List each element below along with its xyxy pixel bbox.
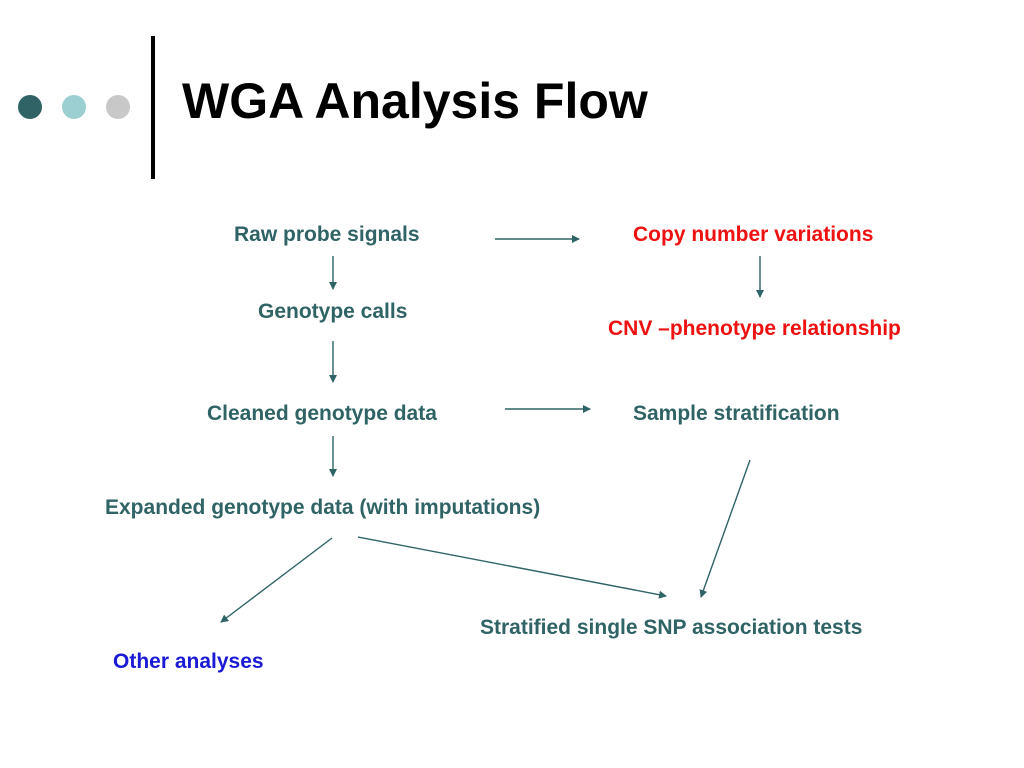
decorative-dot-dark xyxy=(18,95,42,119)
arrow-expanded-to-stratified xyxy=(357,536,667,599)
node-sample-stratification: Sample stratification xyxy=(633,402,840,425)
node-cleaned-genotype-data: Cleaned genotype data xyxy=(207,402,437,425)
node-raw-probe-signals: Raw probe signals xyxy=(234,223,420,246)
arrow-stratification-to-stratified xyxy=(699,459,751,598)
decorative-dot-gray xyxy=(106,95,130,119)
title-divider xyxy=(151,36,155,179)
node-expanded-genotype-data: Expanded genotype data (with imputations… xyxy=(105,496,541,519)
node-copy-number-variations: Copy number variations xyxy=(633,223,874,246)
arrow-expanded-to-other xyxy=(220,537,333,623)
slide-title: WGA Analysis Flow xyxy=(182,73,648,129)
node-cnv-phenotype: CNV –phenotype relationship xyxy=(608,317,901,340)
node-genotype-calls: Genotype calls xyxy=(258,300,408,323)
node-stratified-tests: Stratified single SNP association tests xyxy=(480,616,863,639)
decorative-dot-light xyxy=(62,95,86,119)
node-other-analyses: Other analyses xyxy=(113,650,264,673)
